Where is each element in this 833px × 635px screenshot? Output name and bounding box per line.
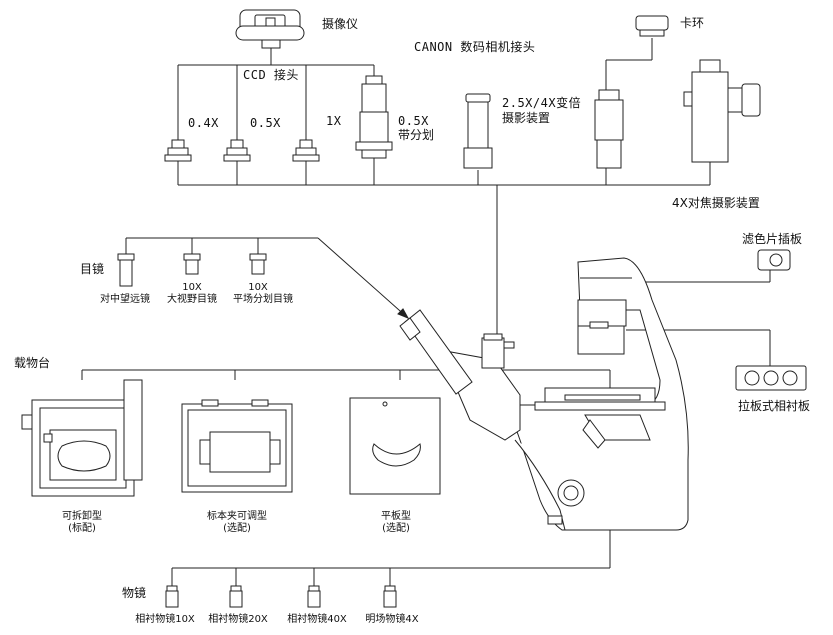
eyepiece-reticle-label: 平场分划目镜	[233, 294, 293, 305]
zoom-device-label-1: 2.5X/4X变倍	[502, 96, 582, 110]
stage-connector-lines	[81, 369, 611, 400]
objective-10x-label: 相衬物镜10X	[135, 614, 195, 625]
ccd-connector-label: CCD 接头	[243, 68, 299, 82]
objective-40x-icon	[307, 585, 321, 608]
stage-removable-icon	[21, 379, 143, 497]
stage-plate-label-1: 平板型	[381, 511, 411, 522]
microscope-icon	[399, 257, 689, 531]
eyepiece-reticle-icon	[249, 253, 267, 275]
camera-label: 摄像仪	[322, 17, 359, 31]
ccd-adapter-1x-icon	[292, 139, 320, 162]
ccd-1x-label: 1X	[326, 114, 342, 128]
ring-clamp-label: 卡环	[680, 16, 705, 30]
eyepiece-title: 目镜	[80, 262, 105, 276]
eyepiece-center-scope-icon	[117, 253, 135, 287]
canon-adapter-label: CANON 数码相机接头	[414, 40, 536, 54]
eyepiece-center-scope-label: 对中望远镜	[100, 294, 150, 305]
eyepiece-connector-lines	[125, 237, 410, 319]
objective-20x-label: 相衬物镜20X	[208, 614, 268, 625]
objective-4x-icon	[383, 585, 397, 608]
filter-slider-label: 滤色片插板	[742, 232, 803, 246]
ccd-adapter-04x-icon	[164, 139, 192, 162]
ccd-04x-label: 0.4X	[188, 116, 219, 130]
canon-adapter-icon	[594, 89, 624, 169]
eyepiece-wide-field-label: 大视野目镜	[167, 294, 217, 305]
eyepiece-reticle-mag: 10X	[248, 282, 268, 293]
zoom-device-label-2: 摄影装置	[502, 111, 551, 125]
objective-20x-icon	[229, 585, 243, 608]
contrast-slider-label: 拉板式相衬板	[738, 399, 811, 413]
eyepiece-wide-field-icon	[183, 253, 201, 275]
ring-clamp-icon	[635, 15, 669, 37]
objective-title: 物镜	[122, 586, 147, 600]
objective-40x-label: 相衬物镜40X	[287, 614, 347, 625]
stage-plate-label-2: (选配)	[382, 523, 410, 534]
objective-10x-icon	[165, 585, 179, 608]
stage-plate-icon	[349, 397, 441, 495]
ccd-05x-reticle-label-2: 带分划	[398, 128, 435, 142]
stage-adjustable-label-1: 标本夹可调型	[207, 511, 267, 522]
stage-adjustable-icon	[181, 399, 293, 493]
stage-title: 载物台	[14, 356, 51, 370]
focus-device-label: 4X对焦摄影装置	[672, 196, 760, 210]
stage-removable-label-2: (标配)	[68, 523, 96, 534]
stage-removable-label-1: 可拆卸型	[62, 511, 102, 522]
ccd-05x-label: 0.5X	[250, 116, 281, 130]
contrast-slider-icon	[735, 365, 807, 391]
zoom-photo-device-icon	[463, 93, 493, 169]
eyepiece-wide-field-mag: 10X	[182, 282, 202, 293]
ccd-adapter-05x-reticle-icon	[355, 75, 393, 159]
camera-icon	[235, 9, 305, 49]
stage-adjustable-label-2: (选配)	[223, 523, 251, 534]
objective-4x-label: 明场物镜4X	[365, 614, 419, 625]
ccd-adapter-05x-icon	[223, 139, 251, 162]
focus-photo-device-icon	[683, 59, 761, 163]
ccd-05x-reticle-label-1: 0.5X	[398, 114, 429, 128]
filter-slider-icon	[757, 249, 791, 271]
